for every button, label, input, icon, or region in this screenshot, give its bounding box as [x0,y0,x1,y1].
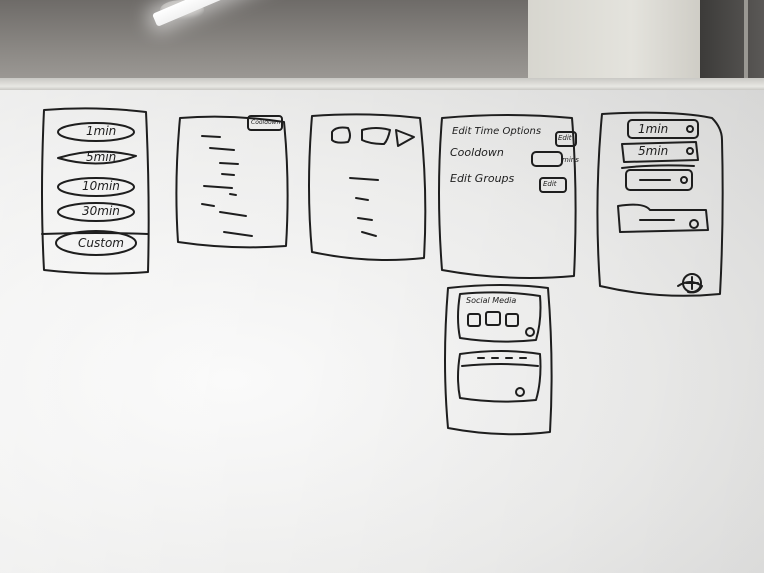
wall-column [528,0,700,88]
sketch-cooldown-list: Cooldown [172,112,296,252]
time-option-5min: 5min [86,150,117,164]
cooldown-button-label: Cooldown [251,119,281,126]
window [700,0,764,88]
time-option-1min: 1min [86,124,117,138]
social-media-outline [444,284,553,436]
cooldown-label: Cooldown [450,146,504,159]
cooldown-list-outline [175,115,289,249]
sketch-settings: Edit Time Options Edit Cooldown mins Edi… [436,112,584,282]
edit-times-outline [596,111,724,297]
whiteboard-frame [0,78,764,92]
time-option-10min: 10min [82,179,120,193]
icon-list-outline [308,113,427,261]
sketch-social-media: Social Media [442,282,558,438]
edit-groups-label: Edit Groups [450,172,515,185]
edit-time-options-button: Edit [558,134,572,142]
sketch-time-options: 1min 5min 10min 30min Custom [38,106,154,278]
edit-groups-button: Edit [543,180,557,188]
social-media-title: Social Media [466,296,517,305]
cooldown-unit: mins [562,156,579,164]
edit-time-options-label: Edit Time Options [452,126,542,137]
send-icon [395,129,415,147]
settings-outline [438,114,577,279]
time-item-5min: 5min [638,144,669,158]
sketch-edit-times: 1min 5min [594,110,730,300]
time-option-custom: Custom [78,236,124,250]
time-item-1min: 1min [638,122,669,136]
time-options-outline [41,107,150,275]
sketch-icon-list [306,112,430,264]
time-option-30min: 30min [82,204,120,218]
chat-icon [361,127,391,145]
square-icon [331,126,351,144]
